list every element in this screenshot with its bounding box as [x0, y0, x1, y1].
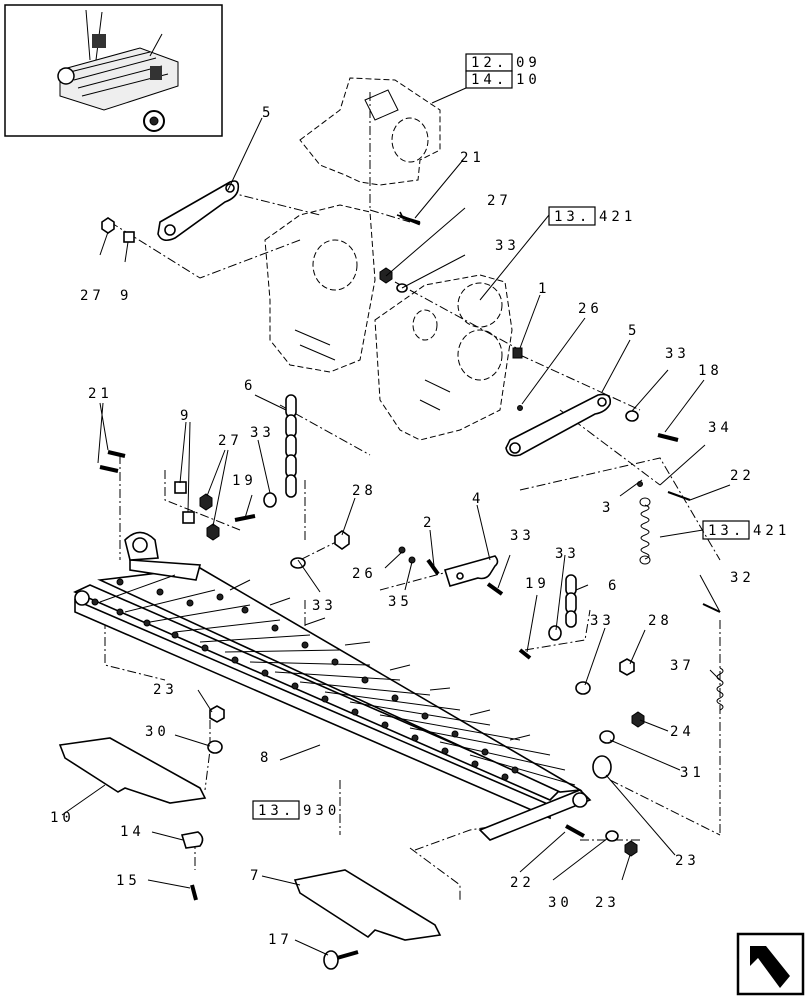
label-10: 10 — [50, 810, 75, 826]
svg-text:930: 930 — [303, 803, 340, 819]
label-33-mid: 33 — [250, 425, 275, 441]
label-35: 35 — [388, 594, 413, 610]
svg-text:13.: 13. — [554, 209, 591, 225]
label-23-bottom: 23 — [595, 895, 620, 911]
label-22-right: 22 — [730, 468, 755, 484]
label-5-right: 5 — [628, 323, 640, 339]
ref-14-10[interactable]: 14. 10 — [465, 70, 541, 89]
label-24: 24 — [670, 724, 695, 740]
label-3: 3 — [602, 500, 614, 516]
svg-text:13.: 13. — [258, 803, 295, 819]
label-31: 31 — [680, 765, 705, 781]
label-33-chain: 33 — [555, 546, 580, 562]
label-9-left: 9 — [120, 288, 132, 304]
ref-13-421-spring[interactable]: 13. 421 — [702, 520, 790, 540]
label-28-mid: 28 — [352, 483, 377, 499]
label-6-right: 6 — [608, 578, 620, 594]
label-19-right: 19 — [525, 576, 550, 592]
spring-37[interactable] — [716, 667, 724, 711]
label-15: 15 — [116, 873, 141, 889]
svg-text:421: 421 — [753, 523, 790, 539]
ref-13-421-top[interactable]: 13. 421 — [548, 206, 636, 226]
hardware-items[interactable] — [99, 211, 691, 970]
label-37: 37 — [670, 658, 695, 674]
chain-6-right[interactable] — [565, 574, 577, 628]
label-27-left: 27 — [80, 288, 105, 304]
leader-lines — [61, 87, 731, 956]
clamp-14[interactable] — [180, 831, 204, 849]
label-21-upper: 21 — [460, 150, 485, 166]
svg-text:14.: 14. — [471, 72, 508, 88]
svg-text:421: 421 — [599, 209, 636, 225]
svg-text:10: 10 — [516, 72, 541, 88]
label-23-right: 23 — [675, 853, 700, 869]
label-32: 32 — [730, 570, 755, 586]
bracket-4[interactable] — [443, 555, 499, 587]
label-19-left: 19 — [232, 473, 257, 489]
spring-3[interactable] — [639, 497, 651, 565]
label-2: 2 — [423, 515, 435, 531]
baler-thumbnail-icon[interactable] — [4, 4, 223, 137]
svg-text:12.: 12. — [471, 55, 508, 71]
label-18: 18 — [698, 363, 723, 379]
pickup-tines — [99, 574, 576, 786]
part-labels: 5 21 27 33 27 9 1 26 5 33 18 21 6 9 27 3… — [50, 105, 755, 948]
label-21-left: 21 — [88, 386, 113, 402]
label-23-left: 23 — [153, 682, 178, 698]
label-5-upper: 5 — [262, 105, 274, 121]
label-27-upper: 27 — [487, 193, 512, 209]
plate-10[interactable] — [58, 737, 207, 804]
label-30-bottom: 30 — [548, 895, 573, 911]
label-6-left: 6 — [244, 378, 256, 394]
label-22-bottom: 22 — [510, 875, 535, 891]
label-27-mid: 27 — [218, 433, 243, 449]
label-34: 34 — [708, 420, 733, 436]
pickup-frame-8[interactable] — [73, 531, 592, 841]
label-33-right: 33 — [665, 346, 690, 362]
link-arm-upper[interactable] — [157, 180, 240, 242]
right-housing-ghost — [374, 274, 513, 441]
label-30-left: 30 — [145, 724, 170, 740]
label-26-mid: 26 — [352, 566, 377, 582]
ref-13-930[interactable]: 13. 930 — [252, 800, 340, 820]
plate-7[interactable] — [293, 869, 442, 941]
pin-32[interactable] — [702, 603, 721, 613]
label-33-upper: 33 — [495, 238, 520, 254]
label-17: 17 — [268, 932, 293, 948]
label-33-bracket: 33 — [510, 528, 535, 544]
label-9-mid: 9 — [180, 408, 192, 424]
middle-housing-ghost — [264, 204, 376, 373]
label-4: 4 — [472, 491, 484, 507]
label-1: 1 — [538, 281, 550, 297]
label-28-right: 28 — [648, 613, 673, 629]
ref-12-09[interactable]: 12. 09 — [465, 53, 541, 72]
label-33-lower: 33 — [590, 613, 615, 629]
svg-text:13.: 13. — [708, 523, 745, 539]
label-26-upper: 26 — [578, 301, 603, 317]
label-8: 8 — [260, 750, 272, 766]
tine-bar-dots — [91, 578, 519, 781]
label-14: 14 — [120, 824, 145, 840]
label-33-washer: 33 — [312, 598, 337, 614]
previous-page-arrow-icon[interactable] — [736, 932, 805, 996]
svg-text:09: 09 — [516, 55, 541, 71]
link-arm-right[interactable] — [505, 393, 612, 457]
label-7: 7 — [250, 868, 262, 884]
chain-6-left[interactable] — [285, 394, 297, 498]
